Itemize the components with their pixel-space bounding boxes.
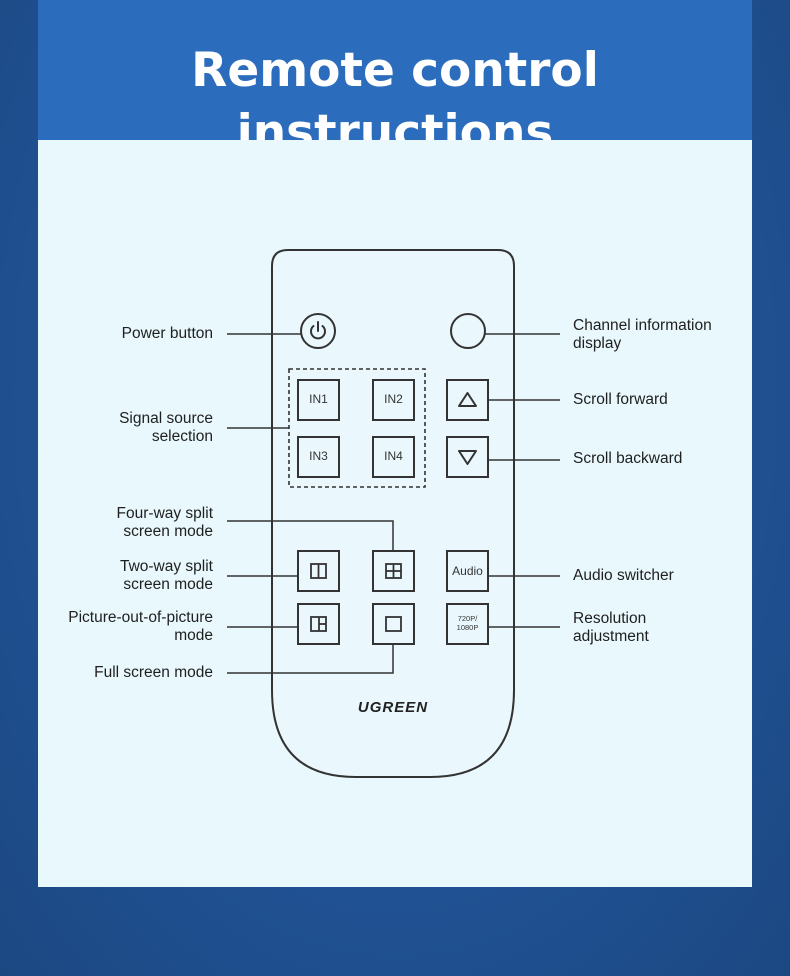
power-icon <box>310 321 326 340</box>
label-picture-out-of-picture: Picture-out-of-picture mode <box>68 609 213 644</box>
four-way-split-icon <box>385 563 402 579</box>
in3-label: IN3 <box>309 449 328 463</box>
audio-label: Audio <box>452 564 483 578</box>
pop-icon <box>310 616 327 632</box>
remote-body <box>271 249 515 778</box>
label-resolution: Resolution adjustment <box>573 610 649 645</box>
label-audio-switcher: Audio switcher <box>573 567 674 584</box>
leader-full <box>227 644 394 674</box>
two-way-split-button <box>297 550 340 592</box>
in2-button <box>372 379 415 421</box>
label-scroll-backward: Scroll backward <box>573 450 683 467</box>
in2-label: IN2 <box>384 392 403 406</box>
label-full-screen: Full screen mode <box>94 664 213 681</box>
in4-button <box>372 436 415 478</box>
header-banner: Remote control instructions <box>38 0 752 160</box>
in3-button <box>297 436 340 478</box>
full-screen-icon <box>385 616 402 632</box>
pop-button <box>297 603 340 645</box>
up-triangle-icon <box>458 392 477 407</box>
resolution-label-bottom: 1080P <box>456 623 479 632</box>
resolution-button <box>446 603 489 645</box>
power-button <box>300 313 336 349</box>
in1-button <box>297 379 340 421</box>
label-four-way-split: Four-way split screen mode <box>116 505 213 540</box>
ugreen-logo: UGREEN <box>357 699 429 716</box>
label-power-button: Power button <box>121 325 213 342</box>
leader-four-way <box>227 520 394 551</box>
scroll-backward-button <box>446 436 489 478</box>
in4-label: IN4 <box>384 449 403 463</box>
label-channel-info: Channel information display <box>573 317 712 352</box>
audio-button <box>446 550 489 592</box>
down-triangle-icon <box>458 450 477 465</box>
two-way-split-icon <box>310 563 327 579</box>
label-two-way-split: Two-way split screen mode <box>119 558 213 593</box>
resolution-label-top: 720P/ <box>457 614 478 623</box>
label-signal-source: Signal source selection <box>119 410 213 445</box>
in1-label: IN1 <box>309 392 328 406</box>
label-scroll-forward: Scroll forward <box>573 391 668 408</box>
channel-info-button <box>450 313 486 349</box>
